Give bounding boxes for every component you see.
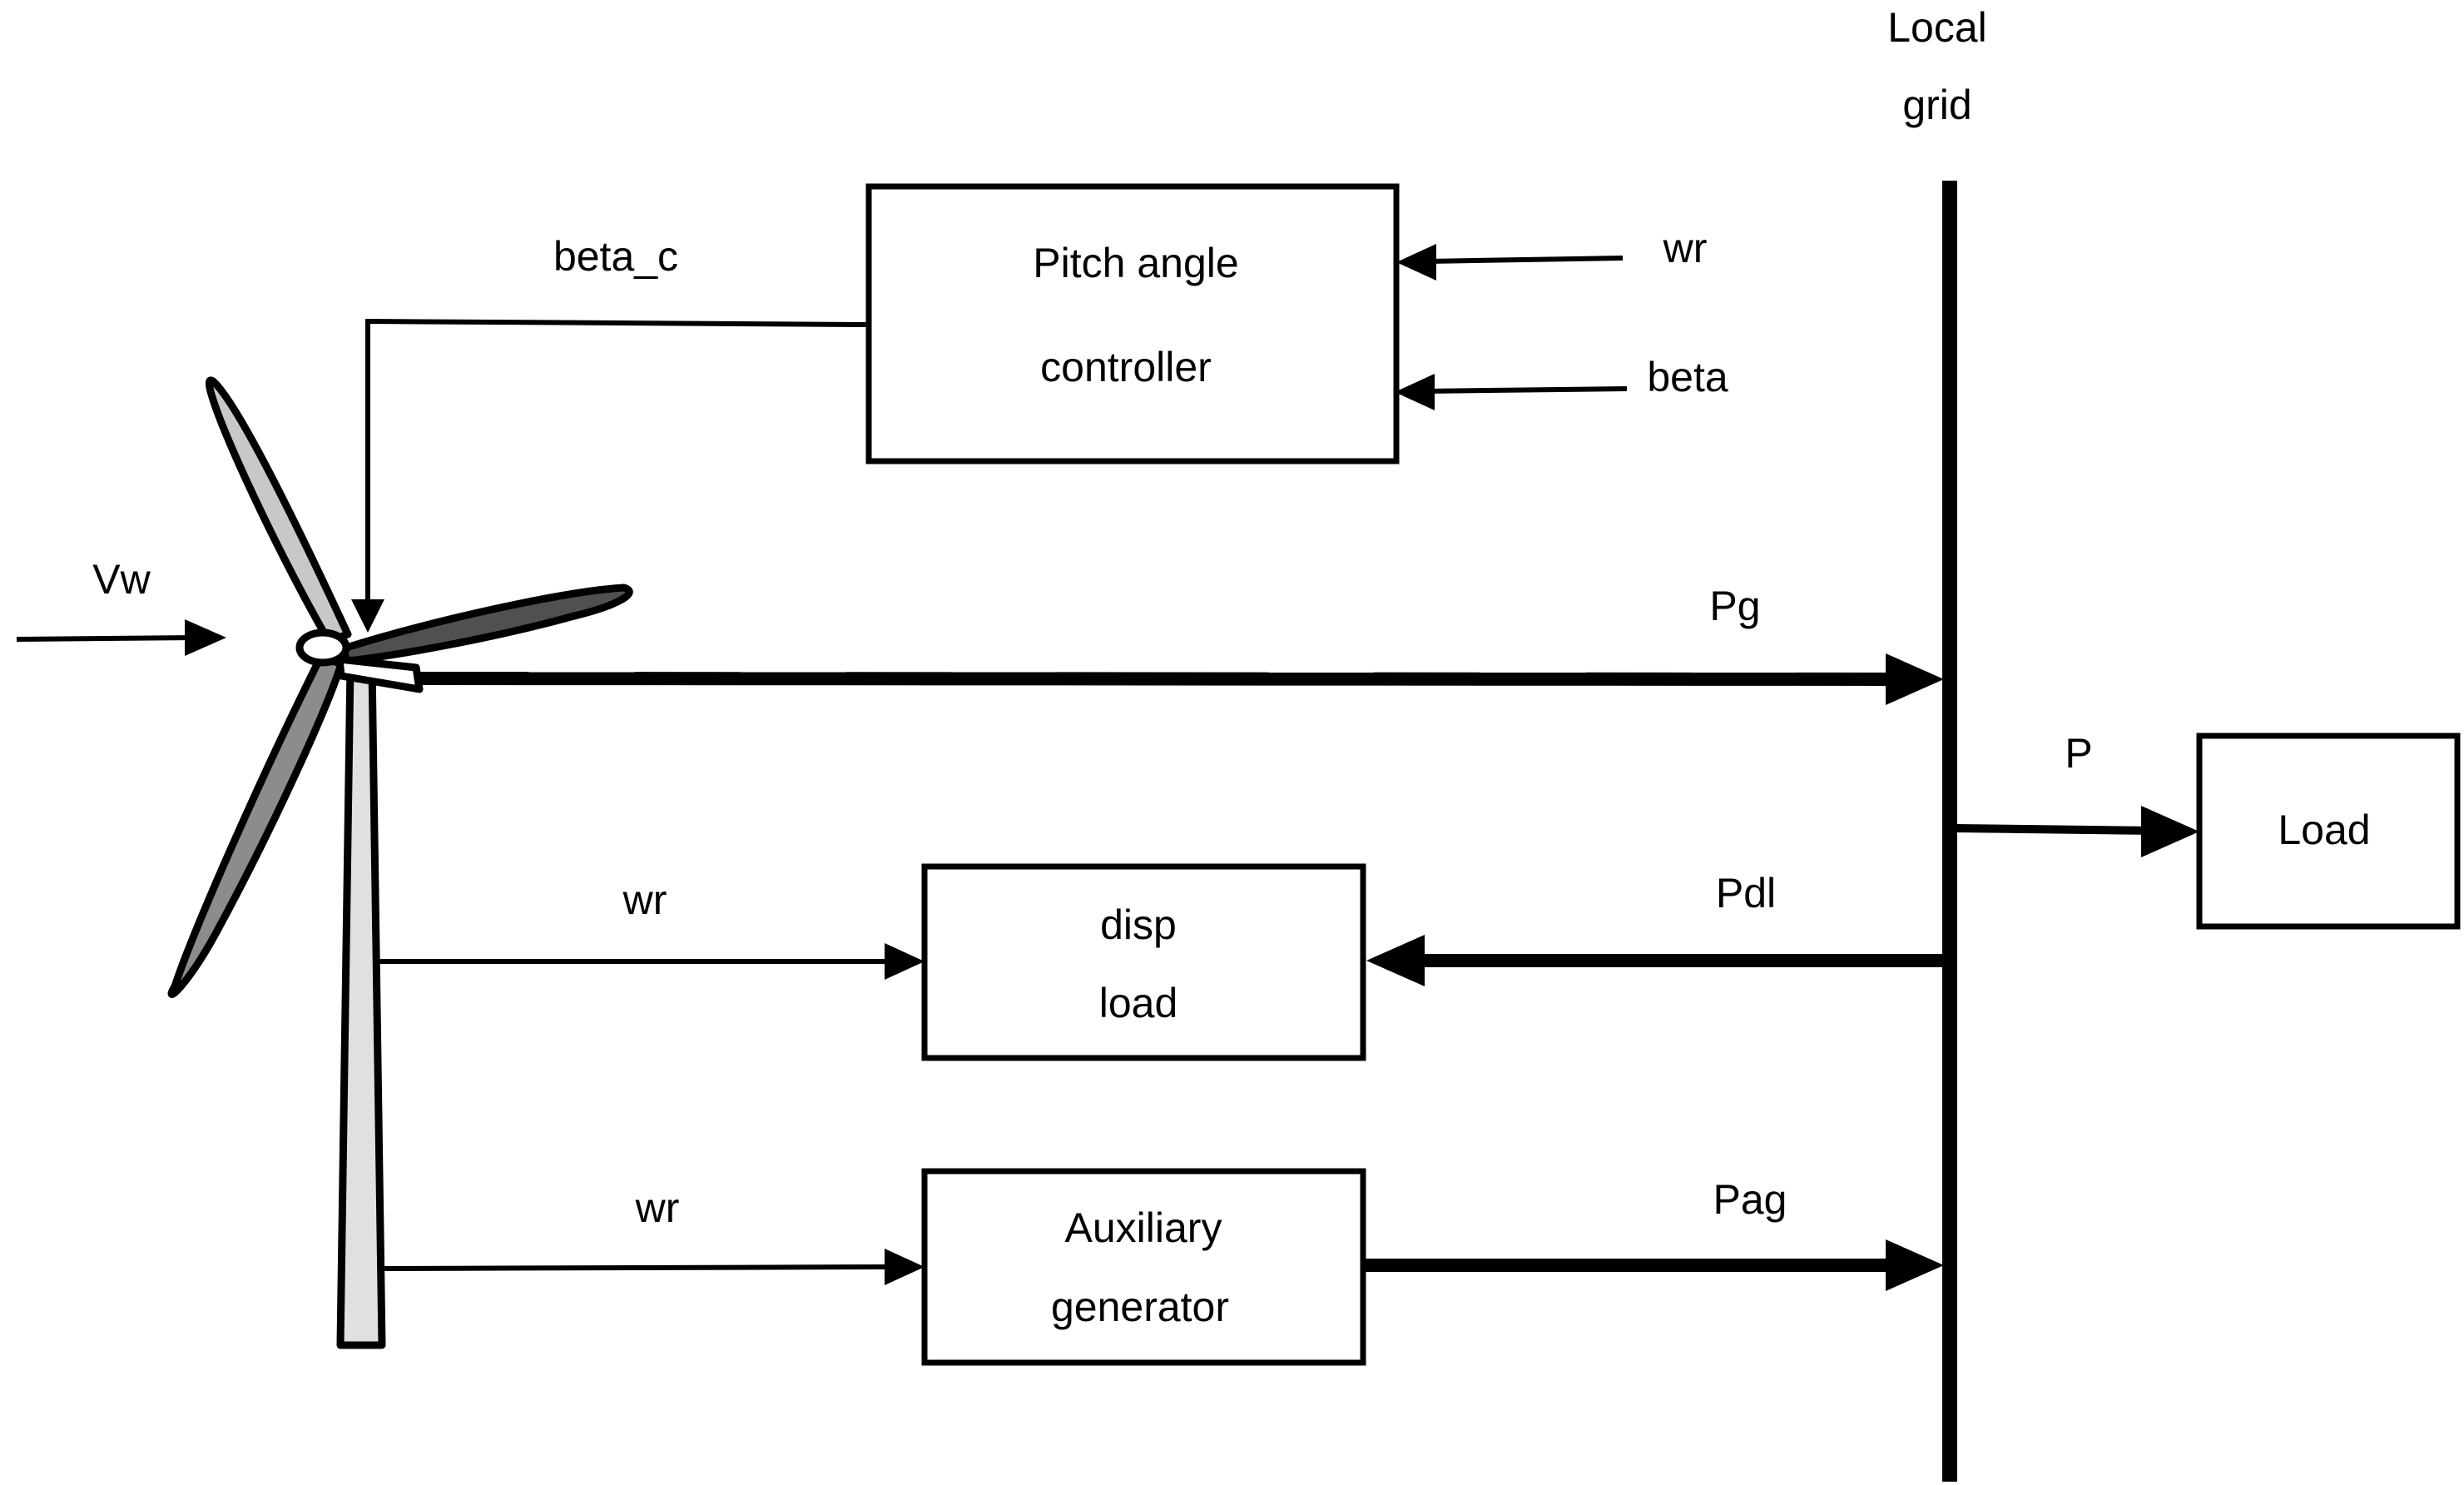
wr-mid-label: wr: [622, 877, 667, 923]
disp-load-block: [921, 863, 1366, 1061]
p-power-line: [1955, 824, 2160, 835]
beta-input-arrowhead: [1395, 374, 1435, 410]
wr-top-label: wr: [1663, 225, 1708, 271]
load-block-text: Load: [2278, 807, 2370, 853]
turbine-blade-upper: [206, 376, 352, 645]
load-block: [2196, 733, 2461, 930]
aux-gen-text-line1: Auxiliary: [1065, 1204, 1222, 1251]
local-grid-label-line2: grid: [1902, 82, 1971, 128]
wr-input-line: [1426, 256, 1624, 264]
pag-arrowhead: [1886, 1239, 1944, 1291]
wr-bottom-label: wr: [635, 1185, 680, 1231]
pitch-controller-text-line1: Pitch angle: [1033, 240, 1238, 286]
pg-arrowhead: [1886, 653, 1944, 705]
turbine-nacelle: [335, 655, 424, 693]
wind-turbine: [167, 376, 633, 1349]
wr-disp-load-arrowhead: [885, 943, 925, 980]
beta-c-arrowhead: [351, 599, 384, 633]
p-arrowhead: [2141, 806, 2199, 857]
wr-aux-gen-arrowhead: [885, 1249, 925, 1285]
beta-c-signal-line: [365, 318, 870, 599]
disp-load-text-line2: load: [1099, 980, 1178, 1026]
vw-input-line: [16, 635, 196, 642]
turbine-blade-lower: [167, 652, 345, 999]
auxiliary-generator-block: [921, 1168, 1366, 1366]
pg-power-line: [415, 672, 1898, 686]
beta-c-label: beta_c: [553, 233, 678, 280]
pdl-arrowhead: [1366, 935, 1425, 986]
vw-input-arrowhead: [185, 619, 226, 656]
pitch-controller-text-line2: controller: [1040, 344, 1212, 390]
disp-load-text-line1: disp: [1100, 901, 1177, 948]
pag-label: Pag: [1713, 1176, 1787, 1223]
local-grid-label-line1: Local: [1887, 4, 1987, 51]
pitch-angle-controller-block: [865, 183, 1400, 464]
beta-input-line: [1424, 386, 1628, 394]
turbine-blade-right: [337, 584, 633, 665]
aux-gen-text-line2: generator: [1051, 1284, 1229, 1330]
wr-input-arrowhead: [1396, 244, 1436, 281]
pg-label: Pg: [1709, 583, 1760, 629]
p-label: P: [2065, 730, 2092, 777]
beta-label: beta: [1647, 354, 1728, 400]
turbine-tower: [336, 662, 386, 1349]
turbine-hub: [295, 628, 350, 667]
pdl-label: Pdl: [1716, 870, 1776, 916]
vw-label: Vw: [92, 556, 151, 603]
wr-aux-gen-line: [382, 1264, 891, 1271]
